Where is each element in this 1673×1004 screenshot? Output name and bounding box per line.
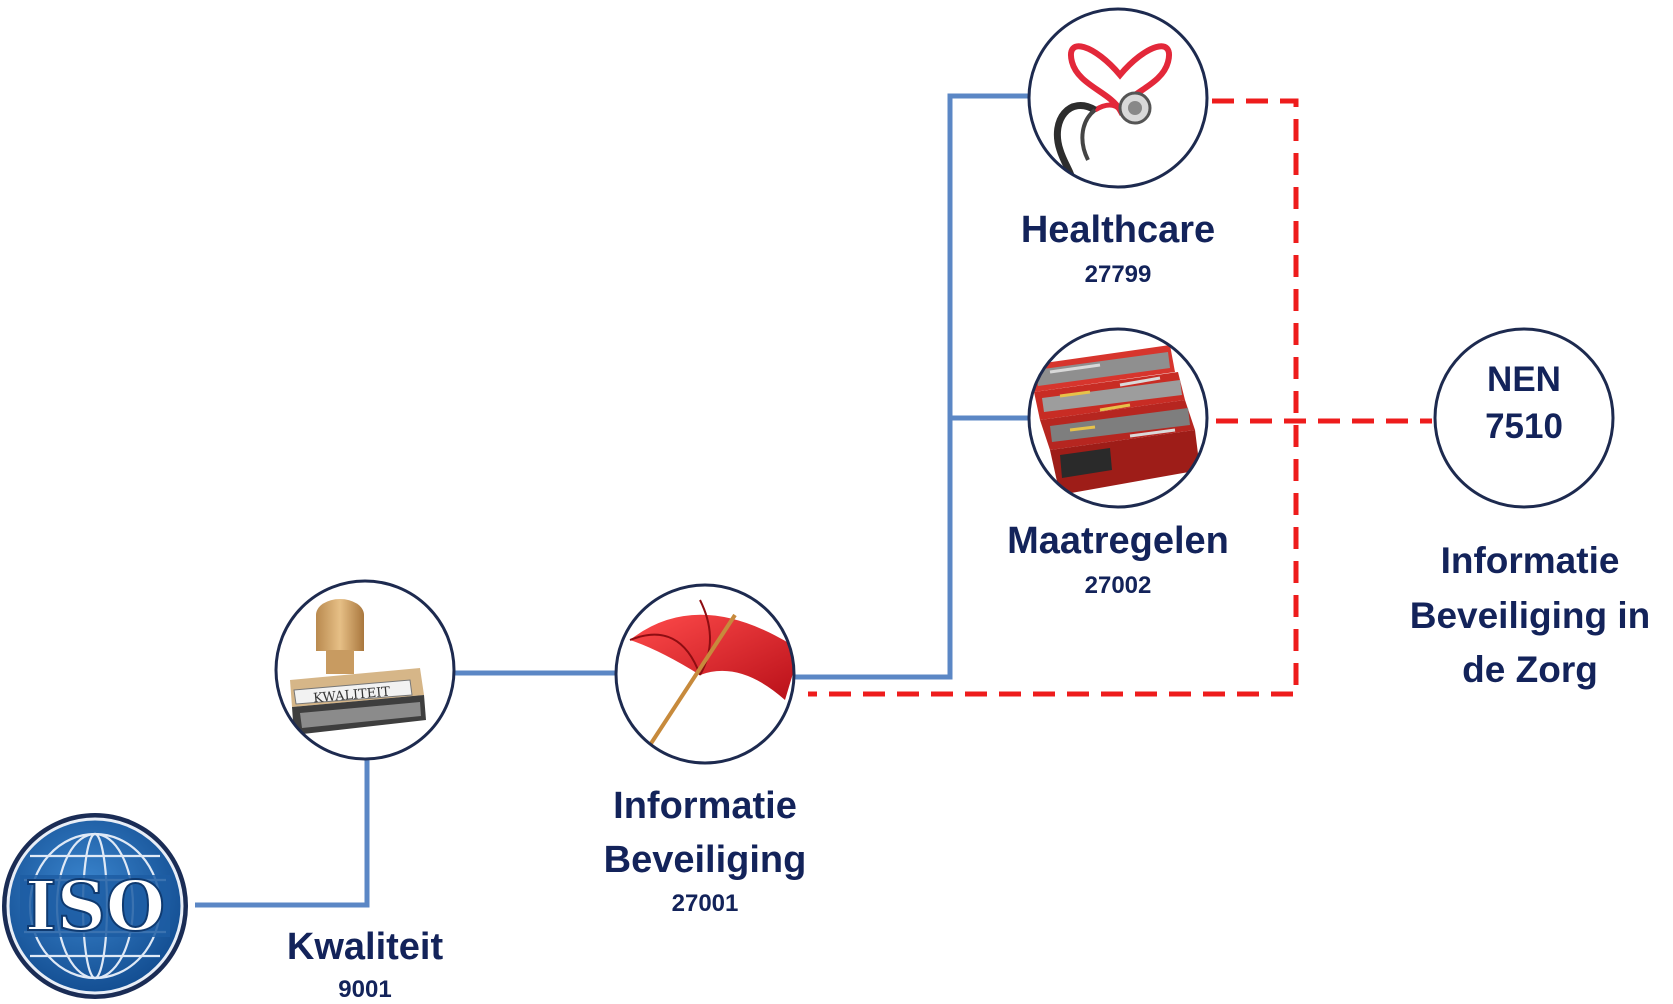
nen-7510-caption-line1: Informatie — [1440, 540, 1620, 581]
dashed-connectors — [808, 98, 1432, 697]
healthcare-label: Healthcare 27799 — [993, 209, 1243, 288]
iso-logo-text: ISO — [25, 867, 165, 947]
iso-logo: ISO — [2, 813, 188, 999]
toolbox-icon — [1030, 345, 1200, 495]
dashed-healthcare-nen — [808, 98, 1299, 697]
nen-7510-caption-line2: Beveiliging in — [1409, 594, 1651, 636]
kwaliteit-label: Kwaliteit 9001 — [265, 926, 465, 1003]
healthcare-code: 27799 — [1084, 260, 1152, 288]
healthcare-title: Healthcare — [1020, 209, 1216, 251]
kwaliteit-node: KWALITEIT — [274, 579, 456, 761]
stamp-icon: KWALITEIT — [290, 599, 426, 735]
nen-7510-text: NEN 7510 — [1444, 356, 1604, 451]
nen-7510-caption: Informatie Beveiliging in de Zorg — [1395, 540, 1665, 692]
maatregelen-title: Maatregelen — [1007, 520, 1229, 562]
connector-iso-kwaliteit — [195, 760, 370, 908]
kwaliteit-code: 9001 — [338, 975, 392, 1003]
maatregelen-code: 27002 — [1084, 571, 1152, 599]
nen-7510-caption-line3: de Zorg — [1462, 649, 1598, 691]
solid-connectors — [195, 93, 1030, 908]
informatie-beveiliging-code: 27001 — [671, 890, 739, 918]
nen-7510-line2: 7510 — [1485, 407, 1563, 447]
nen-7510-node — [1433, 327, 1615, 509]
informatie-beveiliging-node — [614, 583, 796, 765]
maatregelen-node — [1027, 327, 1209, 509]
informatie-beveiliging-title-line2: Beveiliging — [603, 838, 807, 881]
nen-7510-line1: NEN — [1487, 360, 1561, 399]
healthcare-node — [1027, 7, 1209, 189]
informatie-beveiliging-title-line1: Informatie — [613, 785, 797, 827]
kwaliteit-title: Kwaliteit — [286, 926, 444, 968]
maatregelen-label: Maatregelen 27002 — [973, 520, 1263, 599]
informatie-beveiliging-label: Informatie Beveiliging 27001 — [580, 785, 830, 918]
connector-informatie-branch — [795, 93, 1030, 680]
